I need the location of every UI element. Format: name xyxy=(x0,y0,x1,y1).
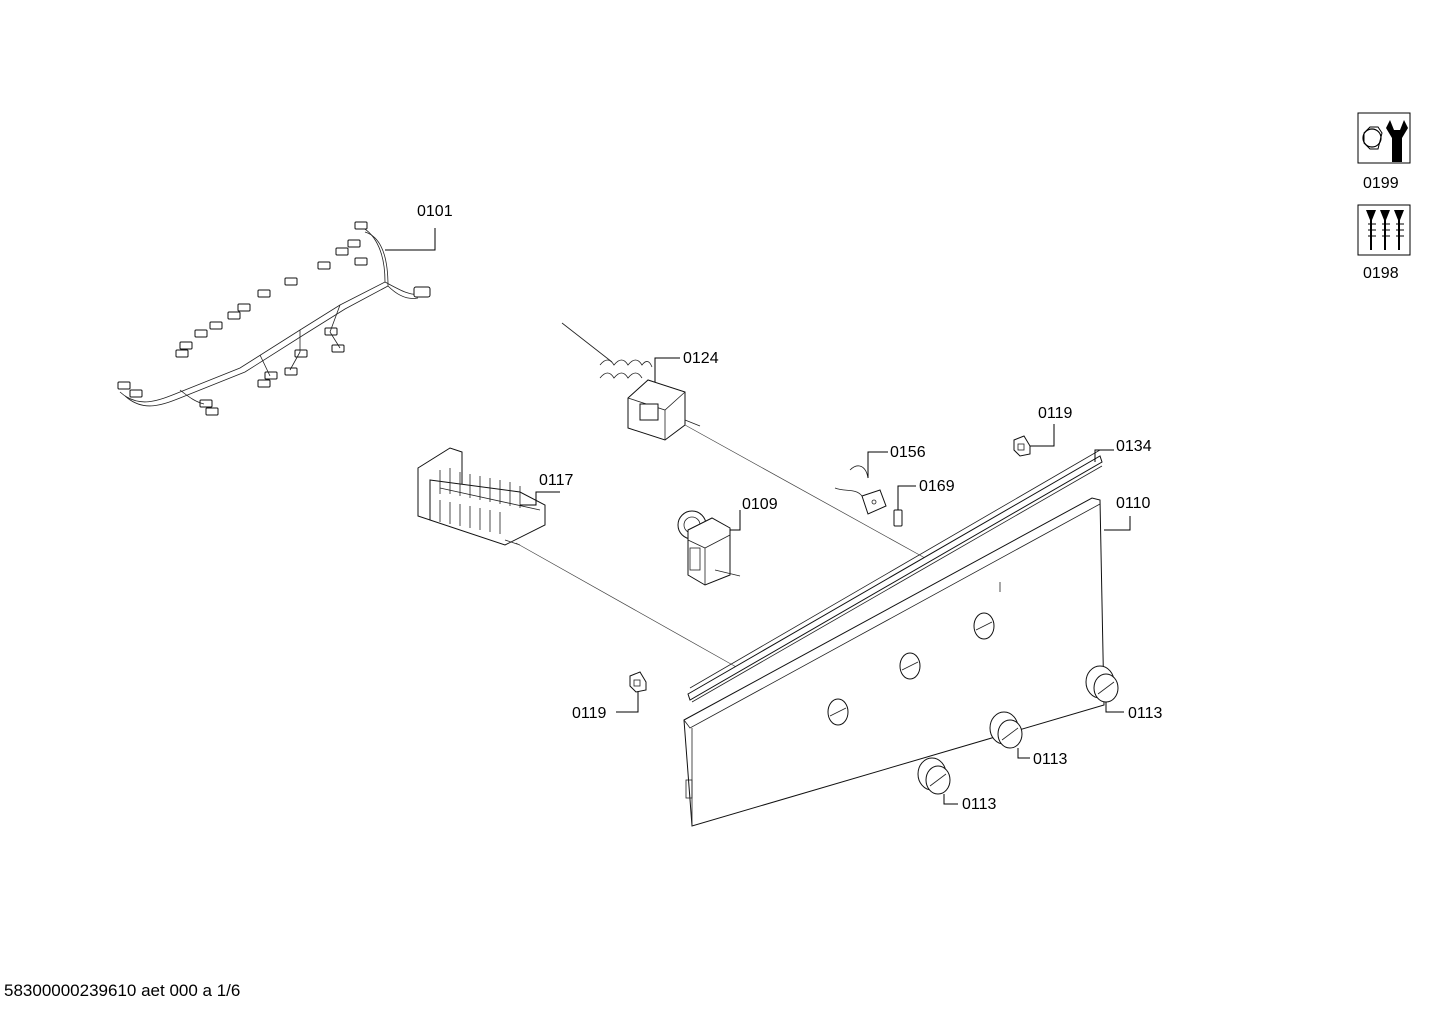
knob-hole-2 xyxy=(899,652,921,680)
label-0169: 0169 xyxy=(919,478,955,495)
trim-strip[interactable] xyxy=(687,449,1103,703)
clip-top[interactable] xyxy=(1013,435,1031,457)
clip-bottom[interactable] xyxy=(629,671,647,693)
selector-switch[interactable] xyxy=(417,447,546,546)
knob-hole-3 xyxy=(973,612,995,640)
label-0199: 0199 xyxy=(1363,175,1399,192)
wiring-harness[interactable] xyxy=(117,221,431,416)
label-0134: 0134 xyxy=(1116,438,1152,455)
label-0117: 0117 xyxy=(539,472,574,489)
knob-a[interactable] xyxy=(1085,665,1119,703)
fuse[interactable] xyxy=(893,509,903,527)
document-id: 58300000239610 aet 000 a 1/6 xyxy=(4,981,241,1000)
label-0113-b: 0113 xyxy=(1033,751,1068,768)
label-0198: 0198 xyxy=(1363,265,1399,282)
screws-icon xyxy=(1357,204,1411,256)
label-0110: 0110 xyxy=(1116,495,1151,512)
timer[interactable] xyxy=(677,510,741,586)
label-0109: 0109 xyxy=(742,496,778,513)
knob-c[interactable] xyxy=(917,757,951,795)
wrench-icon xyxy=(1357,112,1411,164)
control-board[interactable] xyxy=(834,465,887,515)
control-panel[interactable] xyxy=(683,497,1105,827)
label-0113-c: 0113 xyxy=(962,796,997,813)
knob-b[interactable] xyxy=(989,711,1023,749)
label-0119-top: 0119 xyxy=(1038,405,1073,422)
label-0124: 0124 xyxy=(683,350,719,367)
label-0119-bottom: 0119 xyxy=(572,705,607,722)
label-0113-a: 0113 xyxy=(1128,705,1163,722)
label-0101: 0101 xyxy=(417,203,453,220)
label-0156: 0156 xyxy=(890,444,926,461)
knob-hole-1 xyxy=(827,698,849,726)
thermostat[interactable] xyxy=(561,322,701,441)
